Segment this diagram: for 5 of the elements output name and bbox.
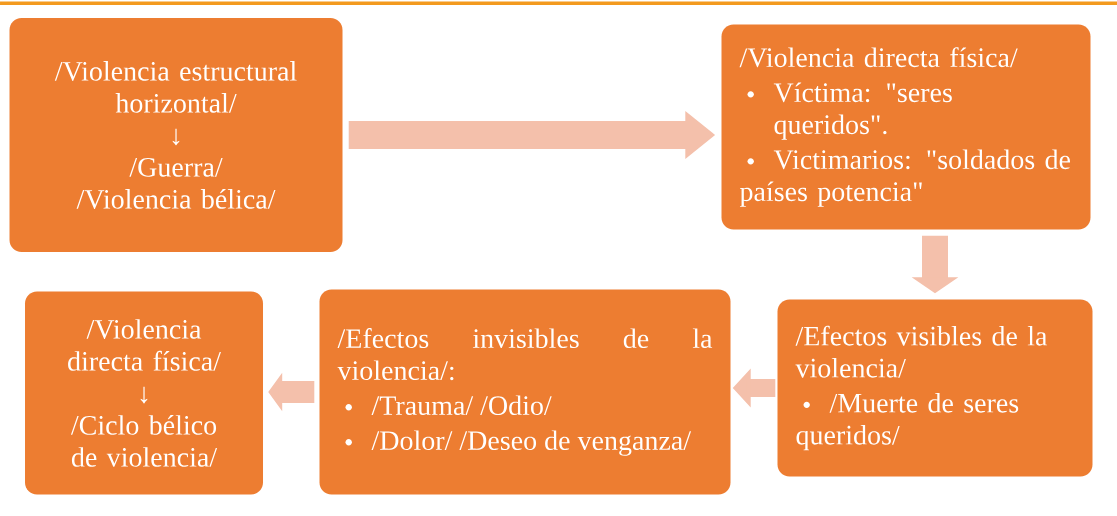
process-box: /Violencia directa física/ ↓ /Ciclo bélico de violencia/ — [25, 291, 263, 495]
process-box: /Violencia estructural horizontal/ ↓ /Guerra/ /Violencia bélica/ — [9, 18, 343, 252]
process-box: /Efectos invisibles de la violencia/: /Trauma/ /Odio/ /Dolor/ /Deseo de venganza/ — [319, 289, 731, 495]
process-box: /Violencia directa física/ Víctima: "seres queridos". Victimarios: "soldados de países potencia" — [721, 24, 1091, 230]
process-box: /Efectos visibles de la violencia/ /Muerte de seres queridos/ — [777, 299, 1093, 477]
